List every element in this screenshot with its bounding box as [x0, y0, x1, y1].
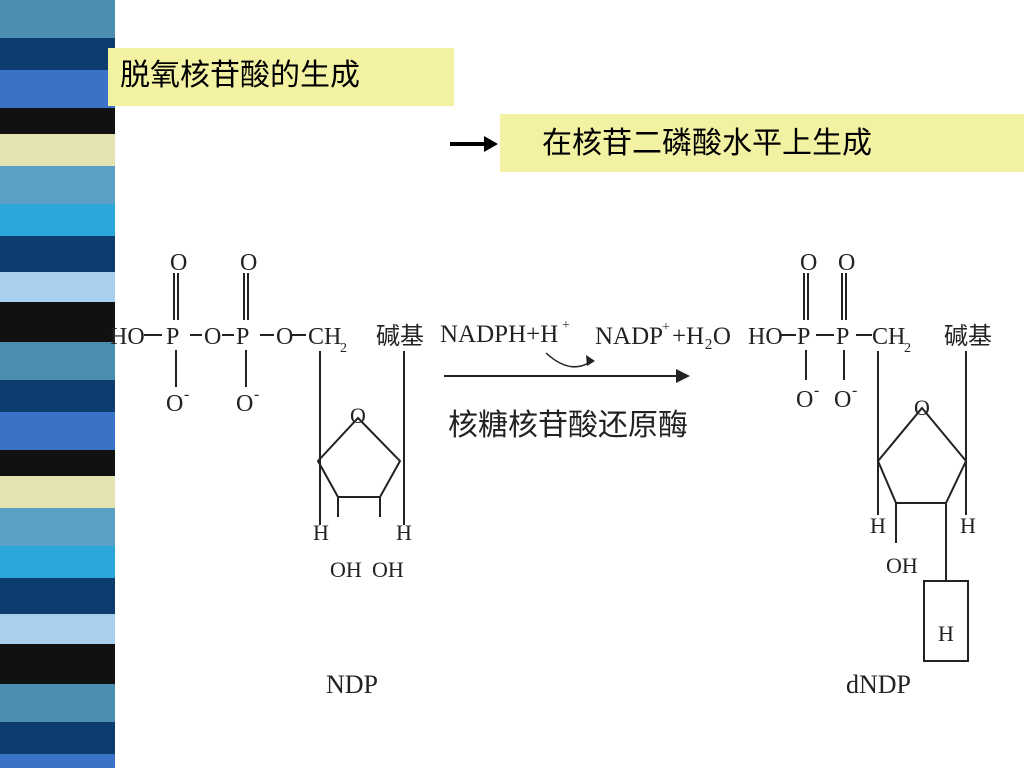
decorative-stripe	[0, 70, 115, 108]
reaction-labels: NADPH+H + NADP + +H₂O 核糖核苷酸还原酶	[440, 318, 731, 443]
atom-label: P	[836, 324, 849, 350]
hydroxyl-label: OH	[330, 557, 362, 582]
ndp-labels: O O HO P O P O CH 2 碱基 O - O - O H H OH …	[110, 250, 424, 699]
decorative-stripe	[0, 578, 115, 614]
hydroxyl-label: OH	[886, 553, 918, 578]
atom-label: P	[797, 324, 810, 350]
subscript-label: 2	[904, 341, 911, 356]
atom-label: O	[236, 391, 253, 417]
decorative-stripe	[0, 236, 115, 272]
decorative-stripe	[0, 134, 115, 166]
charge-label: -	[184, 386, 189, 403]
decorative-stripe	[0, 342, 115, 380]
decorative-stripe-bar	[0, 0, 115, 768]
atom-label: O	[240, 250, 257, 276]
ndp-structure	[144, 273, 405, 525]
charge-label: -	[254, 386, 259, 403]
boxed-hydrogen-label: H	[938, 621, 954, 646]
decorative-stripe	[0, 546, 115, 578]
atom-label: H	[313, 520, 329, 545]
atom-label: H	[870, 513, 886, 538]
atom-label: O	[170, 250, 187, 276]
base-label: 碱基	[376, 322, 424, 350]
atom-label: O	[834, 387, 851, 413]
decorative-stripe	[0, 684, 115, 722]
decorative-stripe	[0, 204, 115, 236]
reaction-arrow	[444, 352, 690, 383]
decorative-stripe	[0, 272, 115, 302]
atom-label: H	[396, 520, 412, 545]
charge-label: -	[814, 382, 819, 399]
hydroxyl-label: OH	[372, 557, 404, 582]
decorative-stripe	[0, 108, 115, 134]
subscript-label: 2	[340, 341, 347, 356]
atom-label: O	[838, 250, 855, 276]
water-label: +H₂O	[672, 323, 731, 350]
cofactor-in-label: NADPH+H	[440, 321, 558, 348]
atom-label: O	[800, 250, 817, 276]
decorative-stripe	[0, 38, 115, 70]
atom-label: P	[166, 324, 179, 350]
ring-oxygen-label: O	[914, 395, 930, 420]
decorative-stripe	[0, 754, 115, 768]
decorative-stripe	[0, 166, 115, 204]
slide-title-text: 脱氧核苷酸的生成	[120, 58, 360, 93]
reaction-diagram: O O HO P O P O CH 2 碱基 O - O - O H H OH …	[110, 250, 992, 699]
atom-label: O	[276, 324, 293, 350]
superscript-label: +	[662, 320, 670, 335]
superscript-label: +	[562, 318, 570, 333]
atom-label: O	[796, 387, 813, 413]
ring-oxygen-label: O	[350, 403, 366, 428]
dndp-labels: O O HO P P CH 2 碱基 O - O - O H H OH H dN…	[748, 250, 992, 699]
decorative-stripe	[0, 302, 115, 342]
slide-subtitle-text: 在核苷二磷酸水平上生成	[542, 126, 872, 161]
slide-subtitle: 在核苷二磷酸水平上生成	[500, 114, 1024, 172]
base-label: 碱基	[944, 322, 992, 350]
atom-label: P	[236, 324, 249, 350]
atom-label: H	[960, 513, 976, 538]
atom-label: HO	[110, 324, 145, 350]
atom-label: CH	[308, 324, 341, 350]
enzyme-label: 核糖核苷酸还原酶	[448, 408, 688, 443]
atom-label: O	[204, 324, 221, 350]
atom-label: HO	[748, 324, 783, 350]
decorative-stripe	[0, 722, 115, 754]
decorative-stripe	[0, 380, 115, 412]
decorative-stripe	[0, 614, 115, 644]
slide-title: 脱氧核苷酸的生成	[108, 48, 454, 106]
charge-label: -	[852, 382, 857, 399]
ndp-name: NDP	[326, 670, 378, 699]
cofactor-out-label: NADP	[595, 323, 663, 350]
decorative-stripe	[0, 450, 115, 476]
atom-label: CH	[872, 324, 905, 350]
decorative-stripe	[0, 412, 115, 450]
dndp-structure	[780, 273, 969, 662]
decorative-stripe	[0, 508, 115, 546]
dndp-name: dNDP	[846, 670, 911, 699]
decorative-stripe	[0, 476, 115, 508]
right-arrow-icon	[450, 136, 498, 152]
decorative-stripe	[0, 644, 115, 684]
decorative-stripe	[0, 0, 115, 38]
atom-label: O	[166, 391, 183, 417]
